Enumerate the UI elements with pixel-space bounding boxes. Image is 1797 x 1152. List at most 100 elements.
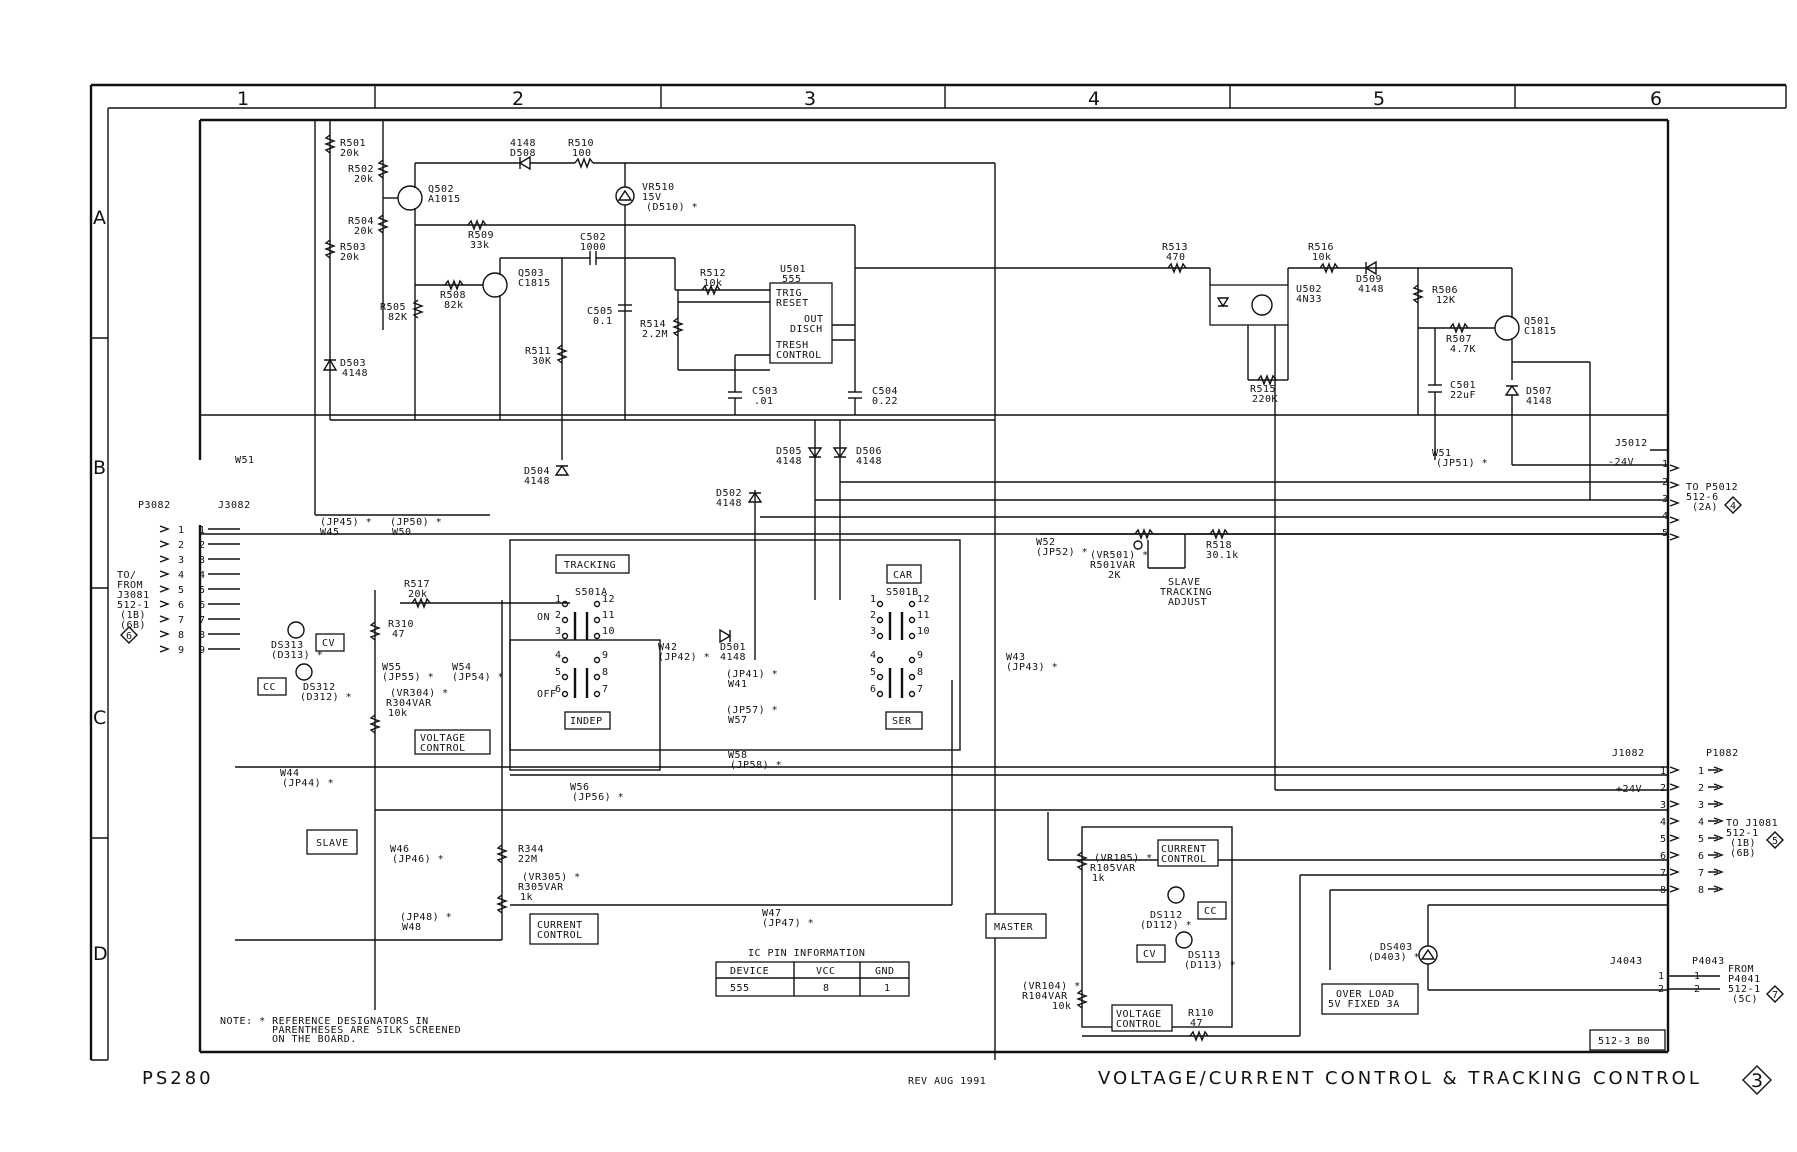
note-line2: PARENTHESES ARE SILK SCREENED	[272, 1025, 461, 1036]
col-1: 1	[237, 88, 249, 110]
c504-value: 0.22	[872, 396, 898, 407]
ser-box	[885, 711, 923, 730]
u501-value: 555	[782, 274, 802, 285]
p4041-sheet-ref: 7	[1772, 990, 1779, 1001]
row-C: C	[93, 707, 106, 729]
note-line3: ON THE BOARD.	[272, 1034, 357, 1045]
c501-value: 22uF	[1450, 390, 1476, 401]
switch-pin-right: 10	[917, 626, 930, 637]
d508-label: D508	[510, 148, 536, 159]
p3082-pin-label: 2	[178, 540, 185, 551]
r305var-label: R305VAR	[518, 882, 564, 893]
j1082-pin-label: 8	[1660, 885, 1667, 896]
ds113-label: DS113	[1188, 950, 1221, 961]
vr104-label: (VR104) *	[1022, 981, 1081, 992]
switch-pin-left: 1	[870, 594, 877, 605]
j1082-label: J1082	[1612, 748, 1645, 759]
switch-pin-left: 4	[870, 650, 877, 661]
vr105-value: 1k	[1092, 873, 1105, 884]
vr501-label: (VR501) *	[1090, 550, 1149, 561]
car-text: CAR	[893, 570, 913, 581]
p3082-pin-label: 6	[178, 600, 185, 611]
r304var-label: R304VAR	[386, 698, 432, 709]
w55-label: W55	[382, 662, 402, 673]
jp56-label: (JP56) *	[572, 792, 624, 803]
r505-label: R505	[380, 302, 406, 313]
j4043-connector: J4043 P4043 FROM P4041 512-1 (5C) 7 1 2 …	[1610, 956, 1784, 1005]
j3082-pin-label: 1	[199, 525, 206, 536]
vr305-label: (VR305) *	[522, 872, 581, 883]
r501-value: 20k	[340, 148, 360, 159]
r501-label: R501	[340, 138, 366, 149]
footer-title: VOLTAGE/CURRENT CONTROL & TRACKING CONTR…	[1098, 1068, 1702, 1089]
cc-box-left	[257, 677, 287, 696]
p3082-pin-label: 3	[178, 555, 185, 566]
j1082-pin-label: 1	[1660, 766, 1667, 777]
tracking-box	[555, 554, 630, 574]
from-p4041-l4: (5C)	[1732, 994, 1758, 1005]
cc-left-text: CC	[263, 682, 276, 693]
to-p5012-l3: (2A)	[1692, 502, 1718, 513]
switch-pin-left: 6	[870, 684, 877, 695]
cv-box-right	[1136, 944, 1166, 963]
r516-value: 10k	[1312, 252, 1332, 263]
switch-pin-left: 2	[870, 610, 877, 621]
tracking-label: TRACKING	[1160, 587, 1212, 598]
j1081-sheet-ref: 5	[1772, 836, 1779, 847]
q502-label: Q502	[428, 184, 454, 195]
d508-type: 4148	[510, 138, 536, 149]
voltage-control-left-l1: VOLTAGE	[420, 733, 466, 744]
jp47-label: (JP47) *	[762, 918, 814, 929]
u501-reset: RESET	[776, 298, 809, 309]
u501-tresh: TRESH	[776, 340, 809, 351]
c503-value: .01	[754, 396, 774, 407]
to-j1081-l3: (1B)	[1730, 838, 1756, 849]
to-j1081-l4: (6B)	[1730, 848, 1756, 859]
slave-label: SLAVE	[1168, 577, 1201, 588]
d502-value: 4148	[716, 498, 742, 509]
from-p4041-l1: FROM	[1728, 964, 1754, 975]
c502-label: C502	[580, 232, 606, 243]
d507-value: 4148	[1526, 396, 1552, 407]
ic-cell-vcc: 8	[823, 983, 830, 994]
p3082-pin-label: 9	[178, 645, 185, 656]
r502-value: 20k	[354, 174, 374, 185]
vr304-label: (VR304) *	[390, 688, 449, 699]
ds403-label: DS403	[1380, 942, 1413, 953]
ic-cell-gnd: 1	[884, 983, 891, 994]
w53-label: W50	[392, 527, 412, 538]
to-j1081-l2: 512-1	[1726, 828, 1759, 839]
d509-label: D509	[1356, 274, 1382, 285]
r512-value: 10k	[703, 278, 723, 289]
u502-value: 4N33	[1296, 294, 1322, 305]
j1082-pin-label: 4	[1660, 817, 1667, 828]
c502-value: 1000	[580, 242, 606, 253]
jp44-label: (JP44) *	[282, 778, 334, 789]
d504-label: D504	[524, 466, 550, 477]
u501-control: CONTROL	[776, 350, 822, 361]
col-5: 5	[1373, 88, 1385, 110]
footer-model: PS280	[142, 1068, 214, 1089]
r513-label: R513	[1162, 242, 1188, 253]
on-label: ON	[537, 612, 550, 623]
r105var-label: R105VAR	[1090, 863, 1136, 874]
switch-pin-right: 9	[917, 650, 924, 661]
r517-label: R517	[404, 579, 430, 590]
d507-label: D507	[1526, 386, 1552, 397]
j3082-pin-label: 5	[199, 585, 206, 596]
note-line1: NOTE: * REFERENCE DESIGNATORS IN	[220, 1016, 429, 1027]
j3082-pin-label: 8	[199, 630, 206, 641]
j3082-pin-label: 4	[199, 570, 206, 581]
